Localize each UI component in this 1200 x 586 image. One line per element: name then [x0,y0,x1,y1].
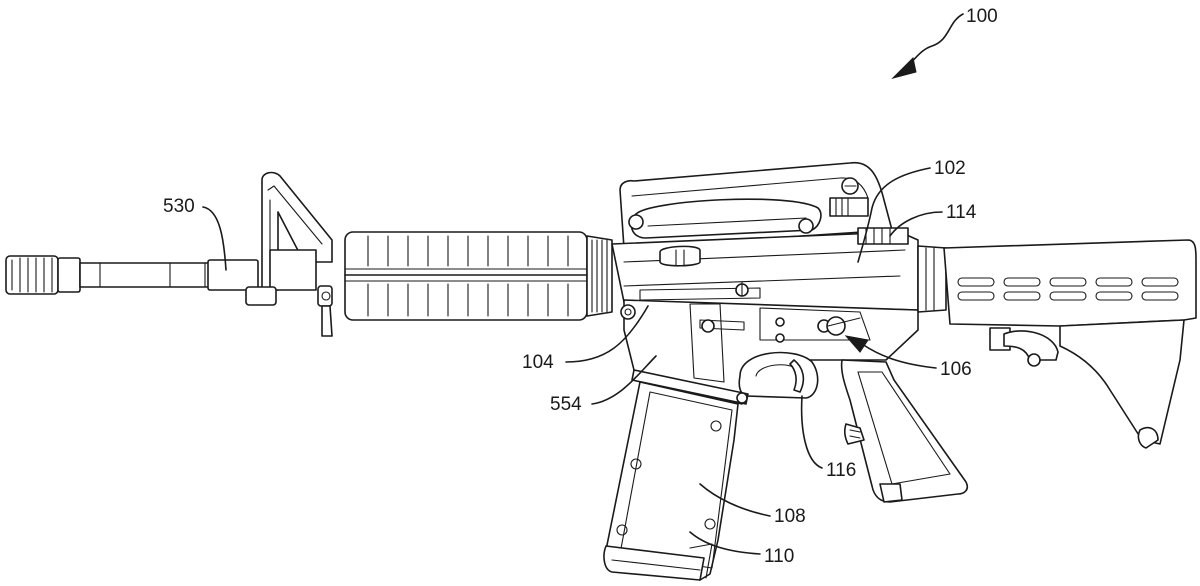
label-108: 108 [774,506,806,527]
handguard [344,231,613,321]
leader-116 [800,395,823,469]
figure-reference: 100 [891,6,998,79]
figure-arrowhead [891,56,917,79]
label-100: 100 [966,6,998,27]
leader-110 [689,531,761,555]
leader-104 [565,305,649,363]
label-102: 102 [934,158,966,179]
stock [917,239,1197,449]
label-114: 114 [946,202,977,223]
leader-530 [202,206,227,271]
trigger-group [738,351,819,399]
magazine [603,381,739,581]
arrowhead-106 [844,335,869,353]
label-106: 106 [940,359,972,380]
leader-lines [202,167,943,555]
upper-receiver [611,227,919,311]
leader-114 [889,211,943,237]
carry-handle [619,161,893,249]
label-110: 110 [764,546,794,567]
label-104: 104 [522,352,554,373]
magazine-well [631,369,749,405]
pistol-grip [840,359,969,503]
reference-labels: 530 102 114 104 554 106 116 108 110 [163,158,977,567]
label-554: 554 [550,394,582,415]
leader-106 [861,343,937,369]
leader-108 [699,483,771,517]
front-sight [245,171,333,337]
label-116: 116 [826,460,856,481]
label-530: 530 [163,196,195,217]
flash-hider [5,255,81,295]
barrel [79,259,259,291]
leader-102 [857,167,931,263]
leader-554 [591,355,657,405]
